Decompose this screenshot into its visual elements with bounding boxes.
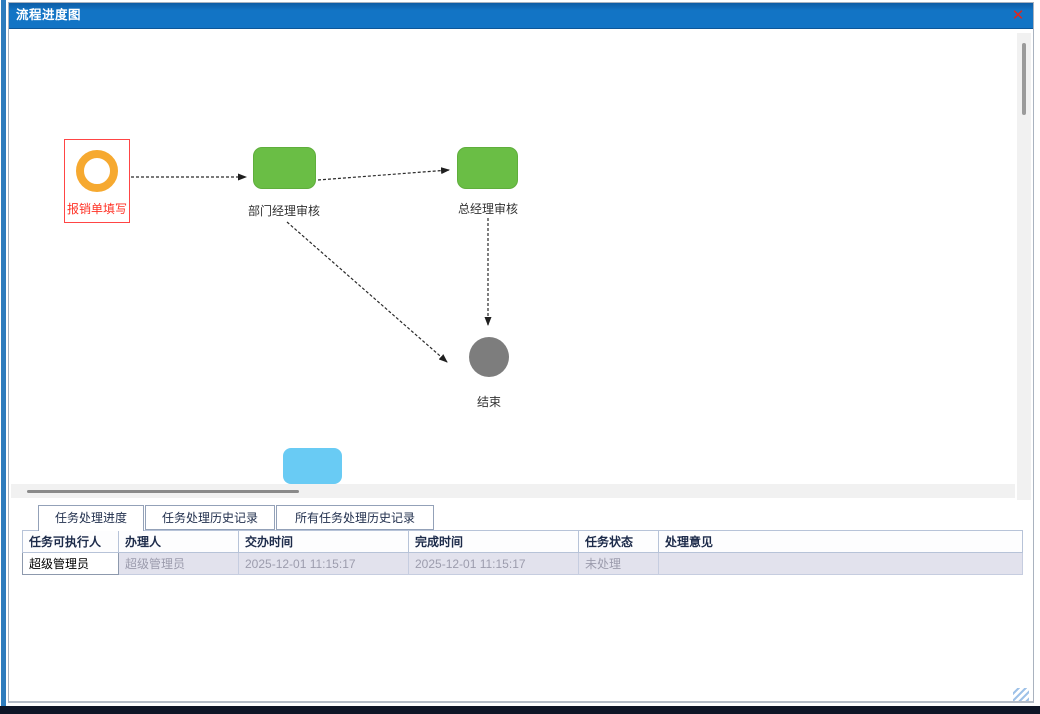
task-node-dept-manager[interactable] <box>253 147 316 189</box>
end-node-label: 结束 <box>476 395 501 409</box>
dialog-title: 流程进度图 <box>16 8 82 22</box>
task-node-general-manager[interactable] <box>457 147 518 189</box>
col-header-opinion: 处理意见 <box>658 530 1023 553</box>
tab-task-progress[interactable]: 任务处理进度 <box>38 505 144 531</box>
col-header-handler: 办理人 <box>118 530 239 553</box>
start-node-highlight-box[interactable] <box>64 139 130 223</box>
end-node[interactable] <box>469 337 509 377</box>
flow-edges <box>131 167 492 363</box>
table-header-row: 任务可执行人 办理人 交办时间 完成时间 任务状态 处理意见 <box>22 530 1023 553</box>
horizontal-scrollbar-track[interactable] <box>11 484 1015 498</box>
tab-task-history[interactable]: 任务处理历史记录 <box>145 505 275 530</box>
tab-all-task-history[interactable]: 所有任务处理历史记录 <box>276 505 434 530</box>
resize-grip[interactable] <box>1013 688 1029 701</box>
background-page-left-edge <box>0 0 8 714</box>
close-icon[interactable]: ✕ <box>1011 7 1025 24</box>
cell-finish-time[interactable]: 2025-12-01 11:15:17 <box>408 552 579 575</box>
col-header-executor: 任务可执行人 <box>22 530 119 553</box>
vertical-scrollbar-thumb[interactable] <box>1022 43 1026 115</box>
cell-handler[interactable]: 超级管理员 <box>118 552 239 575</box>
start-node-icon <box>76 150 118 192</box>
cell-status[interactable]: 未处理 <box>578 552 659 575</box>
vertical-scrollbar-track[interactable] <box>1017 33 1031 500</box>
process-progress-dialog: 流程进度图 ✕ 报销单填写 部门经理审核 总经理审核 结束 <box>8 2 1034 703</box>
task-progress-table: 任务可执行人 办理人 交办时间 完成时间 任务状态 处理意见 超级管理员 超级管… <box>22 530 1023 575</box>
col-header-status: 任务状态 <box>578 530 659 553</box>
start-node-label: 报销单填写 <box>66 202 127 216</box>
edge-task1-to-task2 <box>317 167 450 181</box>
edge-task1-to-end <box>286 221 448 363</box>
cell-opinion[interactable] <box>658 552 1023 575</box>
background-sidebar-sliver <box>1 0 6 714</box>
table-row[interactable]: 超级管理员 超级管理员 2025-12-01 11:15:17 2025-12-… <box>22 552 1023 575</box>
task-node-dept-manager-label: 部门经理审核 <box>247 204 320 218</box>
task-node-pending[interactable] <box>283 448 342 484</box>
col-header-finish-time: 完成时间 <box>408 530 579 553</box>
dialog-titlebar: 流程进度图 ✕ <box>9 3 1033 29</box>
cell-assigned-time[interactable]: 2025-12-01 11:15:17 <box>238 552 409 575</box>
cell-executor[interactable]: 超级管理员 <box>22 552 119 575</box>
horizontal-scrollbar-thumb[interactable] <box>27 490 299 493</box>
background-page-bottom-edge <box>0 706 1040 714</box>
col-header-assigned-time: 交办时间 <box>238 530 409 553</box>
task-node-general-manager-label: 总经理审核 <box>457 202 518 216</box>
